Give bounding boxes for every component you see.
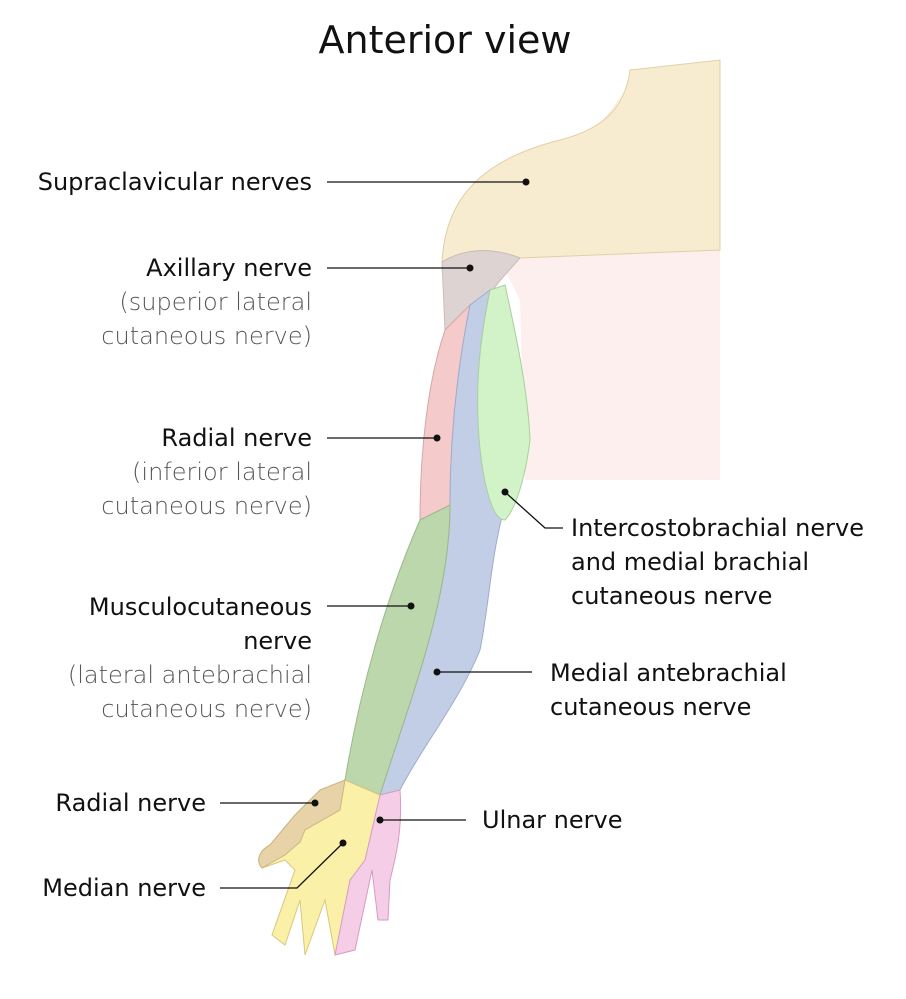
label-musculocutaneous: Musculocutaneous nerve (lateral antebrac… [68, 590, 312, 726]
diagram-title: Anterior view [318, 18, 572, 62]
leader-lines [220, 181, 563, 889]
label-median: Median nerve [42, 871, 206, 905]
label-axillary: Axillary nerve (superior lateral cutaneo… [101, 251, 312, 353]
label-sub: (superior lateral [119, 288, 312, 316]
label-sub: cutaneous nerve) [101, 695, 312, 723]
medial-brachial-region [477, 284, 531, 521]
label-name: nerve [243, 627, 312, 655]
label-name: Musculocutaneous [88, 593, 312, 621]
radial-hand-region [258, 779, 346, 869]
label-radial-hand: Radial nerve [55, 786, 206, 820]
label-name: Intercostobrachial nerve [571, 514, 864, 542]
label-name: Radial nerve [55, 789, 206, 817]
label-name: Supraclavicular nerves [37, 168, 312, 196]
label-name: Axillary nerve [146, 254, 312, 282]
label-sub: (lateral antebrachial [67, 661, 312, 689]
ulnar-hand-region [334, 789, 402, 956]
label-intercostobrachial: Intercostobrachial nerve and medial brac… [571, 511, 864, 613]
label-name: Medial antebrachial [550, 659, 787, 687]
label-name: cutaneous nerve [550, 693, 752, 721]
label-sub: cutaneous nerve) [101, 492, 312, 520]
label-name: Radial nerve [161, 424, 312, 452]
label-radial-upper: Radial nerve (inferior lateral cutaneous… [101, 421, 312, 523]
label-name: and medial brachial [571, 548, 810, 576]
label-name: cutaneous nerve [571, 582, 773, 610]
label-supraclavicular: Supraclavicular nerves [38, 165, 312, 199]
label-ulnar: Ulnar nerve [482, 803, 622, 837]
label-sub: cutaneous nerve) [101, 322, 312, 350]
label-sub: (inferior lateral [132, 458, 312, 486]
marker-dots [311, 178, 530, 847]
label-name: Ulnar nerve [482, 806, 623, 834]
label-name: Median nerve [42, 874, 206, 902]
label-medial-antebrachial: Medial antebrachial cutaneous nerve [550, 656, 787, 724]
